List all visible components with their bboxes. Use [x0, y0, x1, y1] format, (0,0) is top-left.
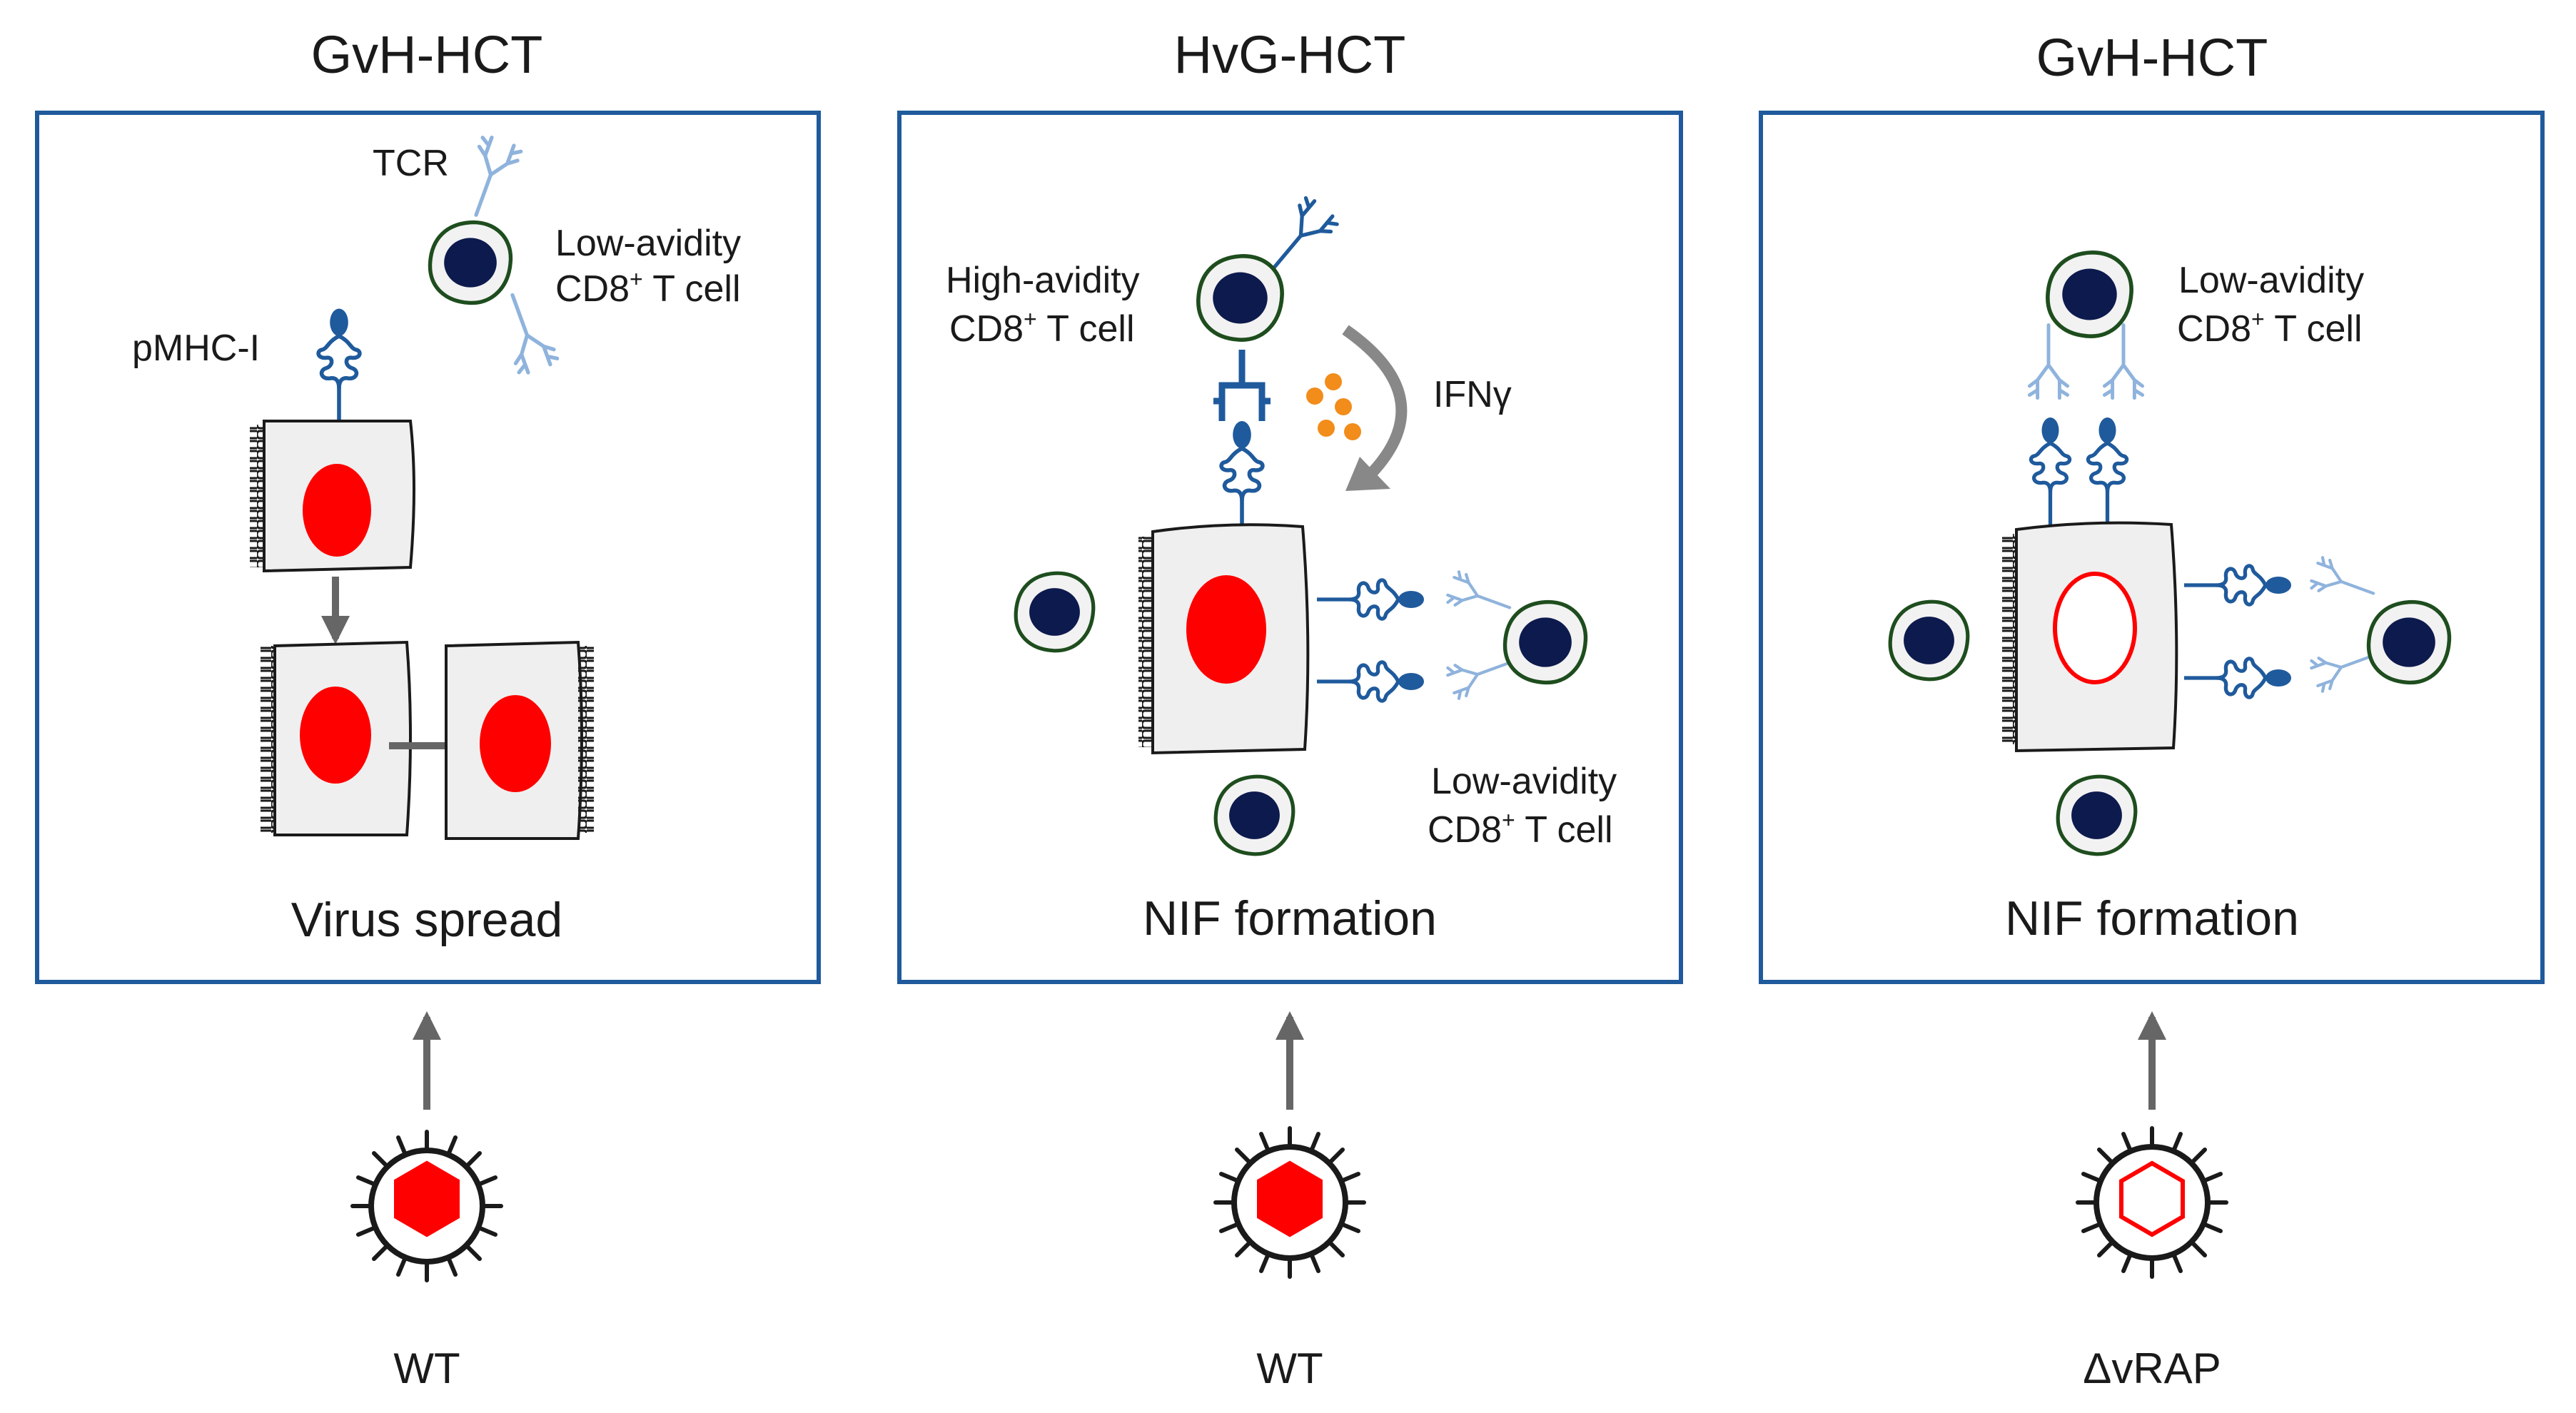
tcr-label: TCR [373, 143, 449, 184]
low-avidity-label-line2: CD8+ T cell [2177, 306, 2363, 350]
tcell-icon [430, 223, 511, 303]
pmhc-icon [1317, 662, 1424, 701]
capsid-hollow-icon [2119, 1160, 2185, 1237]
tcr-icon [1213, 350, 1271, 421]
cell [2002, 521, 2178, 753]
virus-label: ΔvRAP [2083, 1344, 2221, 1392]
panel-2: HvG-HCT High-avidity CD8+ T cell IFNγ [897, 25, 1683, 1392]
panel-2-frame [897, 111, 1683, 984]
pmhc-icon [2088, 417, 2126, 525]
tcell-label-line1: Low-avidity [555, 223, 741, 264]
tcell-icon [2369, 602, 2450, 683]
tcell-icon [1890, 602, 1968, 679]
viral-nucleus [480, 695, 551, 792]
low-avidity-label-line2: CD8+ T cell [1428, 807, 1613, 851]
tcr-icon [457, 135, 522, 222]
tcell-icon [2058, 776, 2136, 854]
ifn-gamma-dots [1306, 373, 1361, 440]
panel-1: GvH-HCT TCR Low-avidity CD8+ T cell pMHC… [35, 25, 821, 1392]
tcell-icon [1198, 256, 1282, 340]
panel-3-frame [1759, 111, 2545, 984]
tcell-icon [2048, 253, 2131, 336]
nucleus-empty [2053, 572, 2137, 684]
virus-label: WT [1256, 1344, 1323, 1392]
tcell-label-line2: CD8+ T cell [555, 266, 741, 310]
pmhc-icon [2031, 417, 2069, 525]
pmhc-icon [1221, 421, 1263, 535]
high-avidity-label-line2: CD8+ T cell [949, 306, 1135, 350]
ifn-arrow [1342, 325, 1408, 482]
virus-label: WT [393, 1344, 460, 1392]
ifn-label: IFNγ [1433, 374, 1512, 415]
tcr-icon [1445, 571, 1515, 623]
pmhc-icon [2184, 566, 2291, 604]
panel-2-caption: NIF formation [1143, 891, 1437, 946]
capsid-icon [1257, 1160, 1323, 1237]
pmhc-label: pMHC-I [132, 328, 260, 369]
tcr-icon [2029, 325, 2067, 398]
tcell [430, 135, 559, 376]
pmhc-icon [2184, 659, 2291, 697]
pmhc-icon [1317, 580, 1424, 619]
panel-1-frame [35, 111, 821, 984]
pmhc-icon [318, 309, 360, 423]
infected-cell [261, 640, 412, 836]
viral-nucleus [300, 687, 371, 784]
panel-1-title: GvH-HCT [311, 25, 543, 84]
infected-cell [445, 640, 594, 840]
tcr-icon [2309, 557, 2379, 609]
tcr-icon [2104, 325, 2142, 398]
tcr-icon [493, 288, 558, 375]
high-avidity-label-line1: High-avidity [946, 260, 1140, 301]
viral-nucleus [303, 464, 371, 557]
low-avidity-label-line1: Low-avidity [2178, 260, 2364, 301]
tcell-icon [1505, 602, 1586, 683]
panel-1-caption: Virus spread [291, 893, 563, 947]
infected-cell [1138, 523, 1310, 755]
capsid-icon [394, 1160, 460, 1237]
viral-nucleus [1186, 575, 1266, 684]
ifn-arrow-head [1345, 457, 1390, 491]
panel-2-title: HvG-HCT [1174, 25, 1406, 84]
tcell-icon [1216, 776, 1293, 854]
panel-3: GvH-HCT Low-avidity CD8+ T cell NIF form… [1759, 28, 2545, 1392]
infected-cell [250, 420, 415, 573]
panel-3-caption: NIF formation [2005, 891, 2299, 946]
panel-3-title: GvH-HCT [2036, 28, 2268, 87]
low-avidity-label-line1: Low-avidity [1431, 761, 1617, 802]
tcell-icon [1016, 573, 1093, 651]
